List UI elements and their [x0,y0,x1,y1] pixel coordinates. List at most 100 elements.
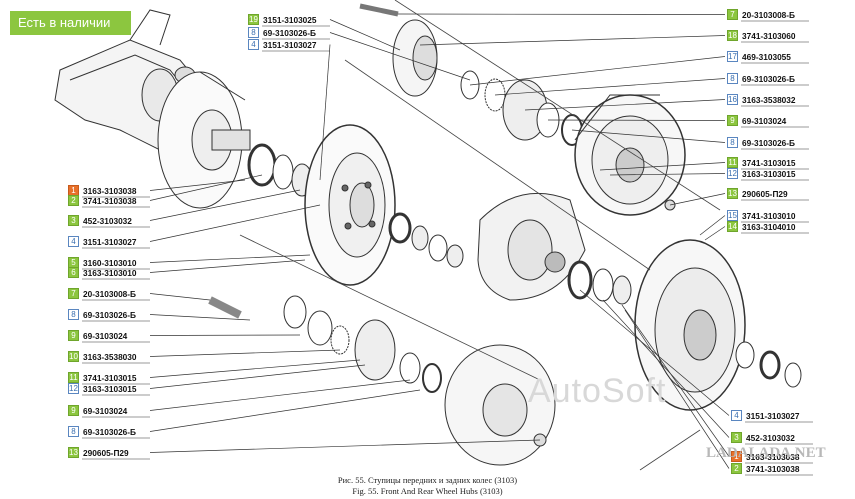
front-brake-shield [157,71,251,209]
part-label-3151-3103027[interactable]: 4 3151-3103027 [731,409,800,422]
callout-number: 4 [68,236,79,247]
callout-number: 3 [68,215,79,226]
leader-line [599,162,726,171]
leader-line [149,349,341,357]
leader-line [469,56,726,86]
leader-line [149,189,301,221]
leader-line [609,173,726,176]
part-number: 3163-3104010 [742,221,796,232]
part-number: 69-3103026-Б [263,27,317,38]
callout-number: 10 [68,351,79,362]
part-label-3163-3103010[interactable]: 6 3163-3103010 [68,266,137,279]
leader-lines [82,13,813,476]
part-number: 3163-3103010 [83,267,137,278]
part-label-3151-3103027[interactable]: 4 3151-3103027 [248,38,317,51]
part-number: 69-3103024 [83,405,128,416]
part-number: 20-3103008-Б [83,288,137,299]
callout-number: 3 [731,432,742,443]
part-number: 3163-3538030 [83,351,137,362]
leader-line [571,129,726,143]
part-number: 3151-3103027 [746,410,800,421]
leader-line [624,309,730,469]
front-bearings [388,212,464,268]
part-number: 3163-3103015 [742,168,796,179]
callout-number: 13 [68,447,79,458]
part-number: 69-3103024 [742,115,787,126]
callout-number: 17 [727,51,738,62]
leader-line [149,179,246,191]
part-label-3741-3103015[interactable]: 11 3741-3103015 [68,371,137,384]
leader-line [524,99,726,111]
part-number: 3741-3103015 [83,372,137,383]
part-label-3163-3104010[interactable]: 14 3163-3104010 [727,220,796,233]
leader-line [699,215,726,236]
rear-drum-top [574,94,686,216]
callout-number: 8 [727,137,738,148]
callout-number: 8 [68,426,79,437]
part-number: 3741-3103060 [742,30,796,41]
part-number: 69-3103024 [83,330,128,341]
leader-line [149,379,411,411]
part-number: 69-3103026-Б [742,73,796,84]
callout-number: 4 [248,39,259,50]
part-number: 290605-П29 [83,447,129,458]
part-label-69-3103024[interactable]: 9 69-3103024 [68,329,127,342]
top-hub [359,3,583,146]
leader-line [149,439,541,453]
callout-number: 6 [68,267,79,278]
leader-line [547,119,726,121]
part-number: 3741-3103038 [83,195,137,206]
in-stock-badge[interactable]: Есть в наличии [10,11,131,35]
callout-number: 4 [731,410,742,421]
part-label-69-3103026-Б[interactable]: 8 69-3103026-Б [68,425,136,438]
autosoft-watermark: AutoSoft [528,372,667,410]
part-number: 69-3103026-Б [83,426,137,437]
leader-line [319,44,331,181]
leader-line [149,389,421,432]
leader-line [704,226,726,241]
part-number: 290605-П29 [742,188,788,199]
callout-number: 9 [68,330,79,341]
part-label-3741-3103060[interactable]: 18 3741-3103060 [727,29,796,42]
lower-hub [208,295,556,466]
leader-line [579,289,730,416]
callout-number: 1 [731,451,742,462]
part-number: 3151-3103027 [263,39,317,50]
leader-line [149,364,366,389]
part-label-290605-П29[interactable]: 13 290605-П29 [68,446,129,459]
leader-line [149,293,211,301]
part-number: 69-3103026-Б [83,309,137,320]
callout-number: 14 [727,221,738,232]
leader-line [149,254,311,263]
callout-number: 18 [727,30,738,41]
caption-ru: Рис. 55. Ступицы передних и задних колес… [337,475,518,485]
callout-number: 11 [68,372,79,383]
part-number: 3741-3103015 [742,157,796,168]
front-brake-disc [304,124,396,286]
part-label-3163-3538030[interactable]: 10 3163-3538030 [68,350,137,363]
